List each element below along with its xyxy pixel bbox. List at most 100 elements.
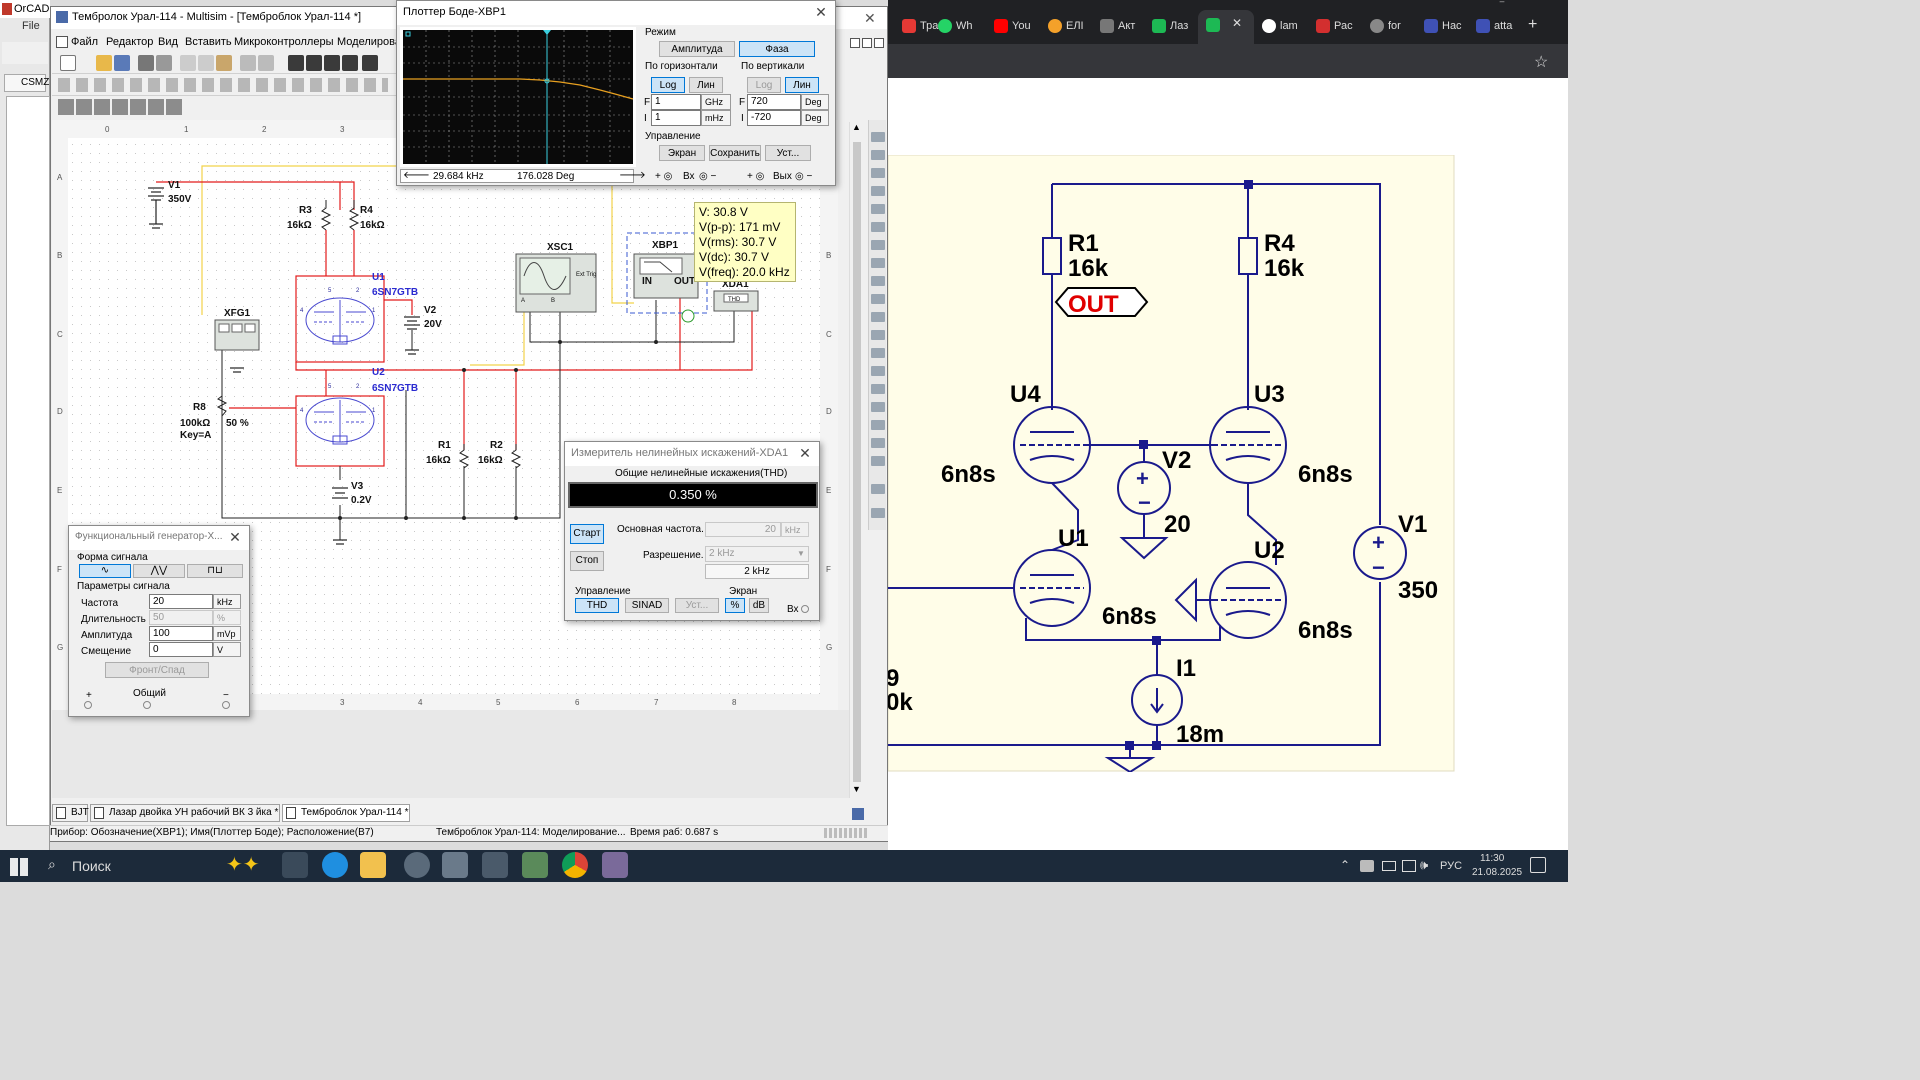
chrome-tab[interactable]: You bbox=[988, 10, 1056, 42]
clock-date[interactable]: 21.08.2025 bbox=[1472, 867, 1523, 878]
amplitude-unit[interactable]: mVp bbox=[213, 626, 241, 641]
start-windows-icon[interactable] bbox=[10, 858, 28, 876]
percent-button[interactable]: % bbox=[725, 598, 745, 613]
bode-in-minus-terminal[interactable]: ◎ − bbox=[699, 171, 717, 182]
scroll-thumb[interactable] bbox=[853, 142, 861, 782]
frequency-unit[interactable]: kHz bbox=[213, 594, 241, 609]
mdi-close-icon[interactable] bbox=[874, 38, 884, 48]
mdi-minimize-icon[interactable] bbox=[850, 38, 860, 48]
horiz-final-input[interactable]: 1 bbox=[651, 94, 701, 110]
chrome-tab[interactable]: Wh bbox=[932, 10, 1000, 42]
offset-input[interactable]: 0 bbox=[149, 642, 213, 657]
chrome-minimize-icon[interactable]: ‾ bbox=[1500, 0, 1504, 14]
chrome-tab[interactable]: Тра bbox=[896, 10, 964, 42]
instrument-tool-icon[interactable] bbox=[871, 312, 885, 322]
calculator-icon[interactable] bbox=[442, 852, 468, 878]
scroll-up-icon[interactable]: ▲ bbox=[852, 122, 861, 132]
tray-chevron-icon[interactable]: ⌃ bbox=[1340, 858, 1351, 872]
instrument-tool-icon[interactable] bbox=[871, 348, 885, 358]
horiz-lin-button[interactable]: Лин bbox=[689, 77, 723, 93]
menu-simulate[interactable]: Моделирова bbox=[337, 36, 401, 48]
bode-screen-button[interactable]: Экран bbox=[659, 145, 705, 161]
chrome-tab[interactable]: for bbox=[1364, 10, 1432, 42]
instrument-tool-icon[interactable] bbox=[871, 384, 885, 394]
instrument-tool-icon[interactable] bbox=[871, 366, 885, 376]
sinad-mode-button[interactable]: SINAD bbox=[625, 598, 669, 613]
cursor-left-arrow-icon[interactable]: 🡐 bbox=[403, 170, 430, 181]
duty-input[interactable]: 50 bbox=[149, 610, 213, 625]
postprocessor-icon[interactable] bbox=[362, 55, 378, 71]
instrument-tool-icon[interactable] bbox=[871, 186, 885, 196]
instrument-tool-icon[interactable] bbox=[871, 168, 885, 178]
funcgen-close-icon[interactable]: ✕ bbox=[229, 529, 241, 545]
app-icon[interactable] bbox=[404, 852, 430, 878]
orcad-menu-file[interactable]: File bbox=[22, 20, 40, 32]
amplitude-button[interactable]: Амплитуда bbox=[659, 41, 735, 57]
instrument-tool-icon[interactable] bbox=[871, 456, 885, 466]
redo-icon[interactable] bbox=[258, 55, 274, 71]
thd-stop-button[interactable]: Стоп bbox=[570, 551, 604, 571]
clock-time[interactable]: 11:30 bbox=[1480, 853, 1505, 864]
orcad-taskbar-icon[interactable] bbox=[602, 852, 628, 878]
mdi-restore-icon[interactable] bbox=[862, 38, 872, 48]
tab-close-icon[interactable]: ✕ bbox=[1232, 16, 1243, 30]
thd-settings-button[interactable]: Уст... bbox=[675, 598, 719, 613]
thd-in-terminal[interactable] bbox=[801, 605, 809, 613]
thd-close-icon[interactable]: ✕ bbox=[799, 445, 811, 461]
task-view-icon[interactable] bbox=[282, 852, 308, 878]
instrument-tool-icon[interactable] bbox=[871, 276, 885, 286]
chrome-tab[interactable]: Рас bbox=[1310, 10, 1378, 42]
chrome-tab[interactable]: Лаз bbox=[1146, 10, 1214, 42]
offset-unit[interactable]: V bbox=[213, 642, 241, 657]
instrument-tool-icon[interactable] bbox=[871, 204, 885, 214]
chrome-tab[interactable]: Нас bbox=[1418, 10, 1486, 42]
bode-settings-button[interactable]: Уст... bbox=[765, 145, 811, 161]
input-language[interactable]: РУС bbox=[1440, 860, 1463, 872]
new-file-icon[interactable] bbox=[60, 55, 76, 71]
scroll-down-icon[interactable]: ▼ bbox=[852, 784, 861, 794]
workspace-icon[interactable] bbox=[852, 808, 864, 820]
square-wave-button[interactable]: ⊓⊔ bbox=[187, 564, 243, 578]
menu-mcu[interactable]: Микроконтроллеры bbox=[234, 36, 334, 48]
horiz-final-unit[interactable]: GHz bbox=[701, 94, 731, 110]
tray-volume-icon[interactable]: 🕪 bbox=[1420, 857, 1429, 872]
instrument-tool-icon[interactable] bbox=[871, 420, 885, 430]
explorer-folder-icon[interactable] bbox=[360, 852, 386, 878]
tray-icon[interactable] bbox=[1360, 860, 1374, 872]
bode-out-plus-terminal[interactable]: + ◎ bbox=[747, 171, 765, 182]
instrument-tool-icon[interactable] bbox=[871, 508, 885, 518]
chrome-tab[interactable]: ЕЛІ bbox=[1042, 10, 1110, 42]
thd-mode-button[interactable]: THD bbox=[575, 598, 619, 613]
bode-close-icon[interactable]: ✕ bbox=[815, 4, 827, 20]
bode-plot[interactable] bbox=[400, 27, 636, 167]
instrument-tool-icon[interactable] bbox=[871, 438, 885, 448]
vert-log-button[interactable]: Log bbox=[747, 77, 781, 93]
frequency-input[interactable]: 20 bbox=[149, 594, 213, 609]
menu-file[interactable]: Файл bbox=[71, 36, 99, 48]
probe-marker[interactable] bbox=[681, 309, 695, 323]
resolution-select[interactable]: 2 kHz bbox=[705, 546, 809, 562]
table-icon[interactable] bbox=[306, 55, 322, 71]
instrument-tool-icon[interactable] bbox=[871, 132, 885, 142]
cursor-right-arrow-icon[interactable]: 🡒 bbox=[619, 170, 646, 181]
taskbar-search[interactable]: Поиск bbox=[72, 858, 111, 874]
phase-button[interactable]: Фаза bbox=[739, 41, 815, 57]
tray-battery-icon[interactable] bbox=[1382, 861, 1396, 871]
rise-fall-button[interactable]: Фронт/Спад bbox=[105, 662, 209, 678]
instrument-tool-icon[interactable] bbox=[871, 330, 885, 340]
grid-icon[interactable] bbox=[288, 55, 304, 71]
chrome-tab[interactable]: Акт bbox=[1094, 10, 1162, 42]
minus-terminal[interactable] bbox=[222, 701, 230, 709]
vert-final-input[interactable]: 720 bbox=[747, 94, 801, 110]
ltspice-taskbar-icon[interactable] bbox=[522, 852, 548, 878]
instrument-tool-icon[interactable] bbox=[871, 240, 885, 250]
chrome-tab[interactable]: atta bbox=[1470, 10, 1538, 42]
instrument-tool-icon[interactable] bbox=[871, 402, 885, 412]
undo-icon[interactable] bbox=[240, 55, 256, 71]
triangle-wave-button[interactable]: ⋀⋁ bbox=[133, 564, 185, 578]
tab-tembroblok[interactable]: Темброблок Урал-114 * bbox=[282, 804, 410, 822]
fundamental-freq-input[interactable]: 20 bbox=[705, 522, 781, 537]
copilot-sparkle-icon[interactable]: ✦✦ bbox=[226, 854, 260, 876]
chrome-taskbar-icon[interactable] bbox=[562, 852, 588, 878]
menu-edit[interactable]: Редактор bbox=[106, 36, 154, 48]
